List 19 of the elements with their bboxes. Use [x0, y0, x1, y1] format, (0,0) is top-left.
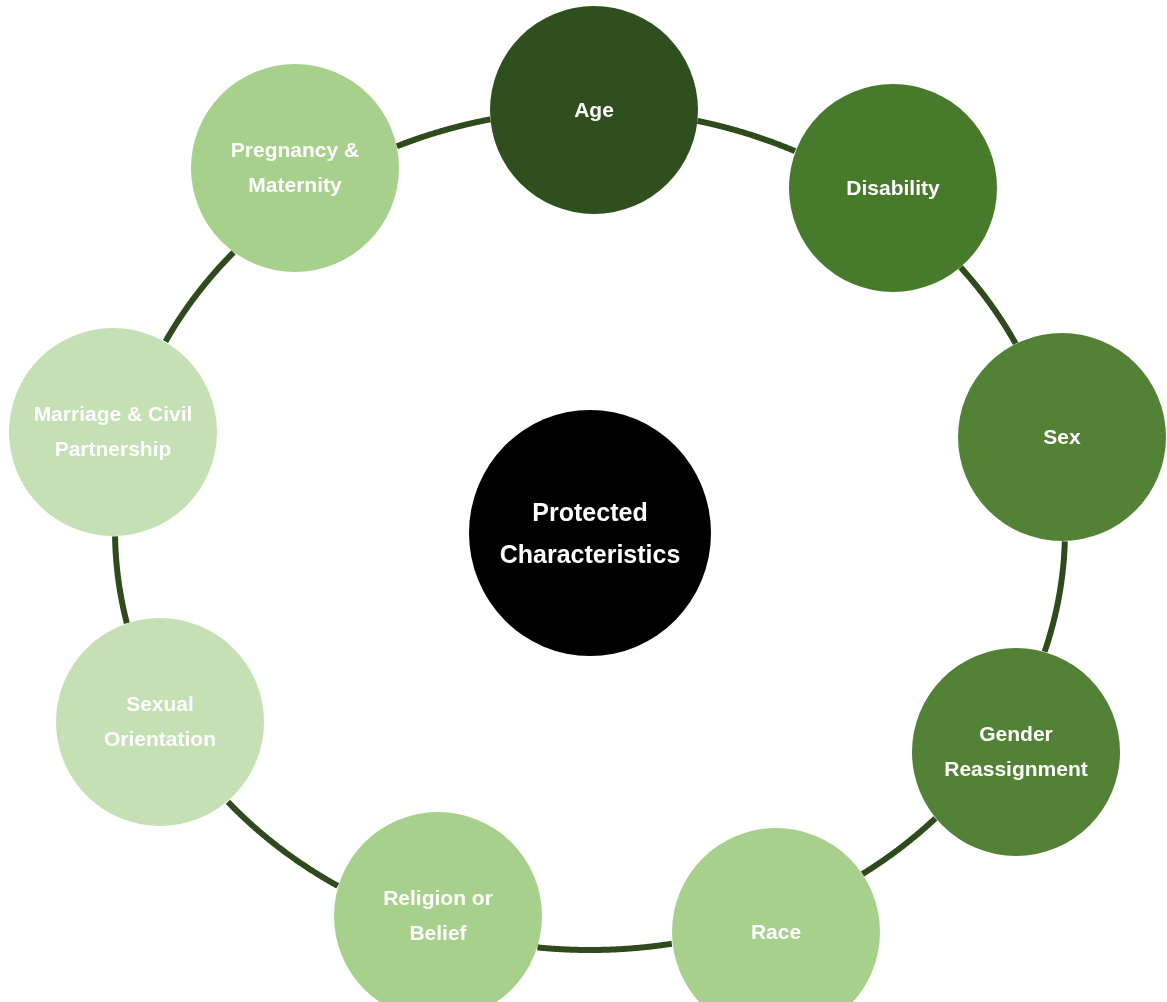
node-label: Marriage & Civil Partnership [32, 401, 194, 462]
node-label: Sexual Orientation [103, 691, 217, 752]
connector-line [1041, 539, 1068, 654]
connector-line [225, 799, 340, 889]
node-label: Protected Characteristics [498, 496, 682, 570]
node-label: Pregnancy & Maternity [229, 137, 361, 198]
node-label: Race [750, 918, 802, 945]
connector-line [695, 117, 798, 154]
connector-line [860, 815, 938, 877]
connector-line [394, 116, 493, 150]
node-label: Disability [846, 174, 940, 201]
node-label: Sex [1043, 423, 1081, 450]
connector-line [112, 534, 130, 626]
node-label: Gender Reassignment [943, 721, 1089, 782]
connector-line [162, 250, 236, 344]
connector-line [958, 264, 1019, 346]
node-label: Age [574, 96, 614, 123]
connector-line [535, 940, 674, 953]
node-label: Religion or Belief [382, 885, 494, 946]
